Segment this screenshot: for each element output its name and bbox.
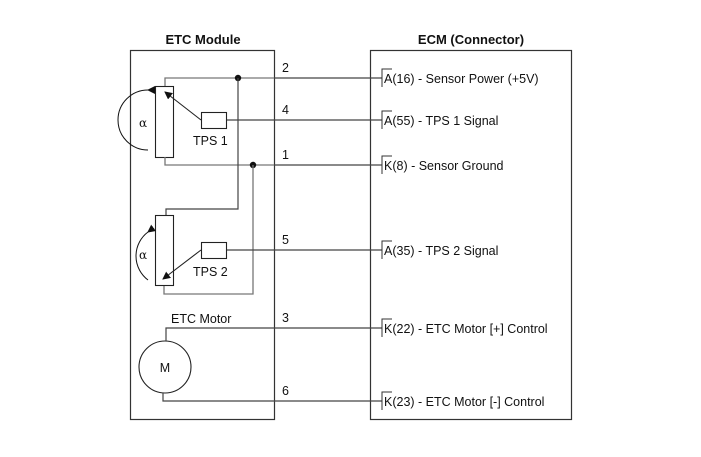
tps2-power-wire [165, 78, 239, 215]
tps2-wiper-arrow [162, 249, 202, 280]
etc-motor: ETC Motor M [138, 312, 274, 402]
ecm-box [369, 49, 573, 421]
pin-number: 4 [282, 103, 289, 117]
connector-bracket-icon [381, 391, 392, 410]
motor-icon [138, 340, 192, 394]
terminal-label: A(55) - TPS 1 Signal [384, 114, 498, 128]
ecm-title: ECM (Connector) [418, 32, 524, 47]
rotation-arrow-icon [135, 224, 156, 281]
connector-bracket-icon [381, 318, 392, 337]
terminal-label: A(35) - TPS 2 Signal [384, 244, 498, 258]
tps2-potentiometer: TPS 2 α [135, 214, 274, 287]
pin-number: 2 [282, 61, 289, 75]
pin-number: 6 [282, 384, 289, 398]
etc-module-box [129, 49, 276, 421]
motor-plus-wire [165, 327, 274, 341]
connector-bracket-icon [381, 155, 392, 174]
tps1-potentiometer: TPS 1 α [117, 77, 274, 166]
terminal-label: A(16) - Sensor Power (+5V) [384, 72, 539, 86]
motor-minus-wire [162, 393, 274, 402]
terminal-row: 1K(8) - Sensor Ground [274, 148, 504, 174]
terminal-row: 2A(16) - Sensor Power (+5V) [274, 61, 539, 87]
terminal-row: 6K(23) - ETC Motor [-] Control [274, 384, 544, 410]
pin-number: 3 [282, 311, 289, 325]
terminal-label: K(8) - Sensor Ground [384, 159, 504, 173]
tps1-label: TPS 1 [193, 134, 228, 148]
terminal-label: K(22) - ETC Motor [+] Control [384, 322, 548, 336]
connector-bracket-icon [381, 240, 392, 259]
tps2-sensor-box [200, 241, 228, 260]
terminal-row: 5A(35) - TPS 2 Signal [274, 233, 498, 259]
motor-title: ETC Motor [171, 312, 231, 326]
sensor-power-wire [164, 77, 274, 86]
terminal-label: K(23) - ETC Motor [-] Control [384, 395, 544, 409]
sensor-ground-wire [164, 157, 274, 166]
pin-number: 5 [282, 233, 289, 247]
tps2-label: TPS 2 [193, 265, 228, 279]
tps2-ground-wire [163, 165, 254, 295]
connector-bracket-icon [381, 110, 392, 129]
tps1-sensor-box [200, 111, 228, 130]
terminal-row: 3K(22) - ETC Motor [+] Control [274, 311, 548, 337]
rotation-arrow-icon [117, 85, 156, 151]
tps2-resistor [154, 214, 175, 287]
angle-symbol: α [139, 116, 147, 130]
etc-module-title: ETC Module [165, 32, 240, 47]
terminal-row: 4A(55) - TPS 1 Signal [274, 103, 498, 129]
tps1-wiper-arrow [164, 91, 202, 121]
ecm-terminals: 2A(16) - Sensor Power (+5V) 4A(55) - TPS … [274, 61, 548, 410]
connector-bracket-icon [381, 68, 392, 87]
motor-symbol: M [160, 361, 170, 375]
pin-number: 1 [282, 148, 289, 162]
angle-symbol: α [139, 248, 147, 262]
